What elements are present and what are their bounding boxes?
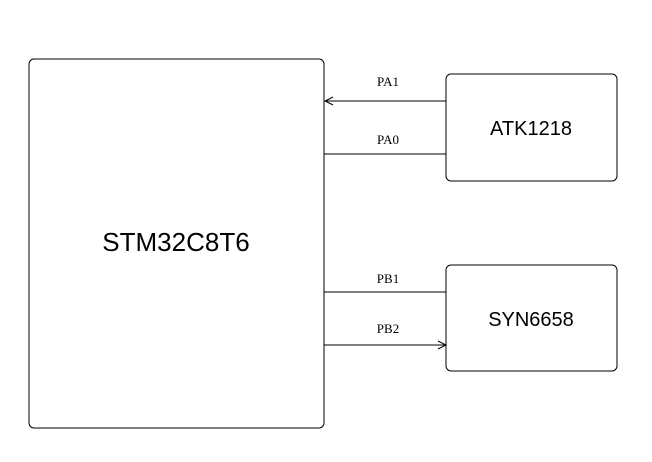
mcu-box: [28, 58, 325, 429]
voice-module-label: SYN6658: [488, 309, 574, 331]
mcu-block: STM32C8T6: [28, 58, 325, 429]
pa1-label: PA1: [377, 74, 399, 89]
connection-pa1: PA1: [325, 74, 446, 101]
pb1-label: PB1: [377, 271, 399, 286]
pa0-label: PA0: [377, 132, 399, 147]
voice-module-box: [445, 264, 618, 372]
connection-pb1: PB1: [324, 271, 446, 293]
bluetooth-module-block: ATK1218: [445, 73, 618, 182]
bluetooth-module-label: ATK1218: [490, 118, 572, 140]
connection-pa0: PA0: [324, 132, 446, 155]
bluetooth-module-box: [445, 73, 618, 182]
pb2-label: PB2: [377, 321, 399, 336]
connection-pb2: PB2: [324, 321, 446, 345]
voice-module-block: SYN6658: [445, 264, 618, 372]
mcu-label: STM32C8T6: [102, 227, 249, 257]
